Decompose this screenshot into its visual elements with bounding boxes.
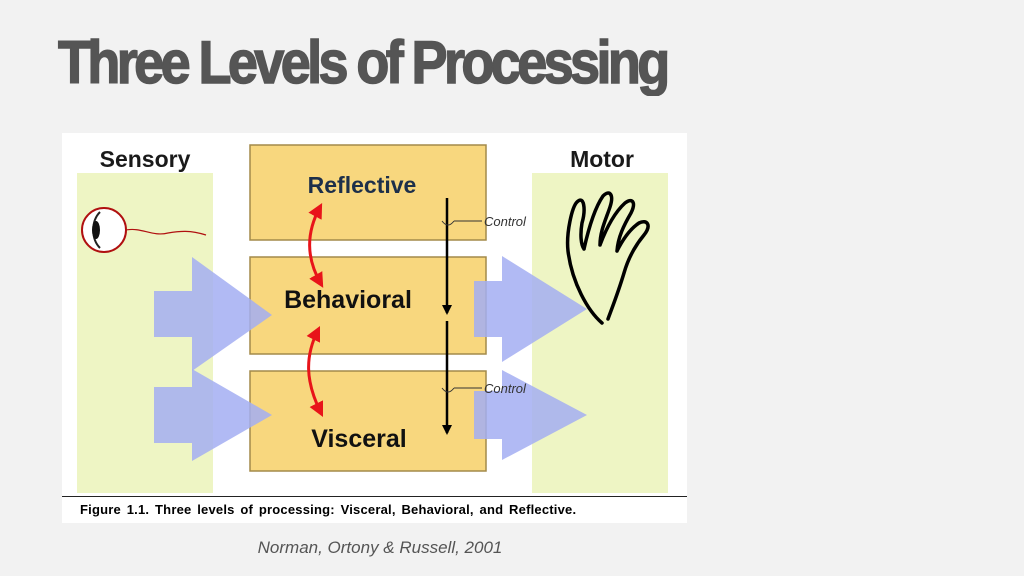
citation: Norman, Ortony & Russell, 2001 bbox=[257, 538, 503, 557]
processing-diagram: Sensory Motor Reflective Behavioral Visc… bbox=[62, 133, 687, 523]
level-label-reflective: Reflective bbox=[308, 172, 417, 198]
motor-label: Motor bbox=[570, 146, 634, 172]
sensory-label: Sensory bbox=[100, 146, 191, 172]
feedback-arrow-reflective-behavioral bbox=[308, 203, 324, 288]
level-label-visceral: Visceral bbox=[311, 425, 406, 453]
control-label-lower: Control bbox=[484, 381, 527, 396]
flow-arrow-sensory-behavioral bbox=[154, 257, 272, 371]
control-label-upper: Control bbox=[484, 214, 527, 229]
figure-caption: Figure 1.1. Three levels of processing: … bbox=[80, 502, 577, 517]
diagram-canvas: Sensory Motor Reflective Behavioral Visc… bbox=[77, 144, 668, 493]
flow-arrow-sensory-visceral bbox=[154, 369, 272, 461]
hand-icon bbox=[565, 191, 650, 325]
level-box-visceral bbox=[249, 370, 487, 472]
level-label-behavioral: Behavioral bbox=[284, 286, 412, 314]
control-tick-upper bbox=[441, 220, 482, 226]
flow-arrow-behavioral-motor bbox=[474, 256, 587, 362]
slide-title: Three Levels of Processing bbox=[57, 28, 671, 97]
feedback-arrow-behavioral-visceral bbox=[306, 325, 324, 418]
flow-arrow-visceral-motor bbox=[474, 370, 587, 460]
eye-icon bbox=[81, 207, 207, 253]
control-tick-lower bbox=[441, 387, 482, 393]
motor-column bbox=[532, 173, 668, 493]
caption-divider bbox=[62, 496, 687, 497]
